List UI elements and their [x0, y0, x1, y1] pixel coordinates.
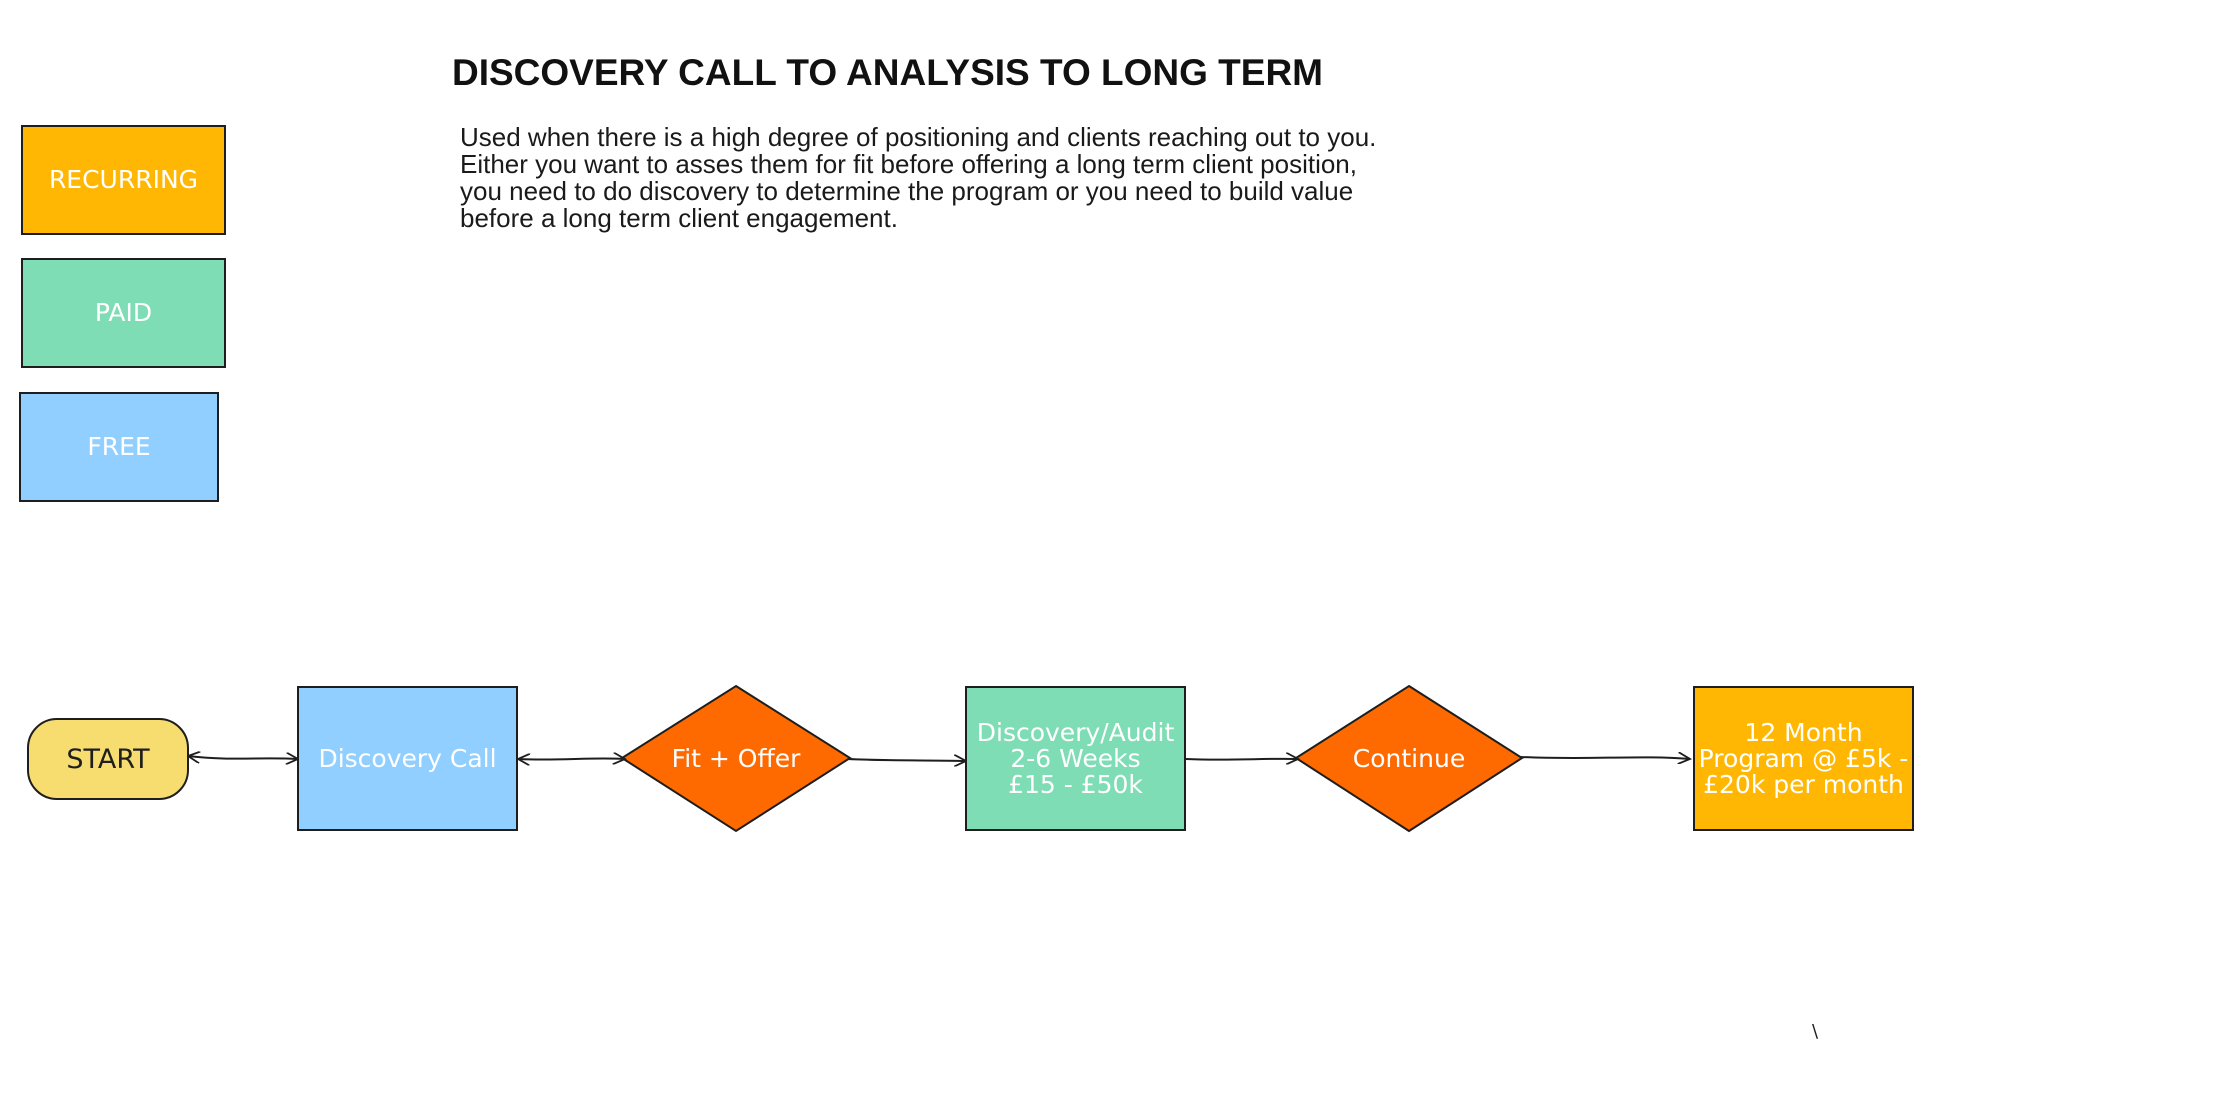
fit-offer-label: Fit + Offer: [671, 744, 801, 773]
connector-discovery-call-to-fit-offer: [518, 758, 625, 759]
page-title: DISCOVERY CALL TO ANALYSIS TO LONG TERM: [452, 52, 1323, 93]
continue-label: Continue: [1352, 744, 1466, 773]
discovery-call-label: Discovery Call: [318, 743, 497, 773]
connector-start-to-discovery-call: [188, 756, 298, 759]
legend-free: FREE: [19, 392, 219, 502]
stray-mark: \: [1812, 1021, 1819, 1042]
discovery-audit-label: Discovery/Audit 2-6 Weeks £15 - £50k: [976, 717, 1175, 799]
description-text: Used when there is a high degree of posi…: [460, 122, 1377, 233]
start-node: START: [27, 718, 189, 800]
fit-offer-decision-shape: [620, 684, 852, 833]
connector-continue-to-program: [1519, 757, 1690, 759]
program-label: 12 Month Program @ £5k - £20k per month: [1698, 717, 1909, 799]
continue-decision-shape: [1294, 684, 1524, 833]
continue-node: Continue: [1296, 686, 1522, 831]
legend-paid: PAID: [21, 258, 226, 368]
legend-paid-label: PAID: [94, 298, 153, 327]
fit-offer-node: Fit + Offer: [622, 686, 850, 831]
discovery-audit-node: Discovery/Audit 2-6 Weeks £15 - £50k: [965, 686, 1186, 831]
discovery-call-node: Discovery Call: [297, 686, 518, 831]
connector-discovery-audit-to-continue: [1185, 759, 1298, 760]
legend-free-label: FREE: [87, 432, 151, 461]
program-node: 12 Month Program @ £5k - £20k per month: [1693, 686, 1914, 831]
connector-fit-offer-to-discovery-audit: [847, 759, 966, 761]
start-label: START: [66, 743, 150, 775]
legend-recurring-label: RECURRING: [48, 165, 199, 194]
legend-recurring: RECURRING: [21, 125, 226, 235]
